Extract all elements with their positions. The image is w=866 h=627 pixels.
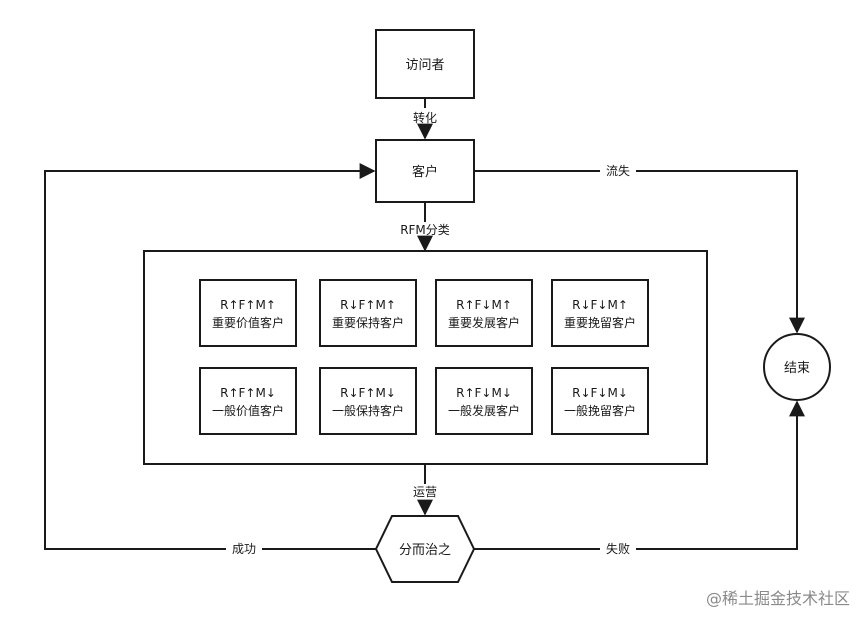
end-node: 结束 (763, 333, 831, 401)
rfm-segment-cell: R↓F↓M↓ 一般挽留客户 (551, 367, 649, 435)
rfm-segment-name: 一般挽留客户 (564, 403, 636, 418)
edge-operate: 运营 (413, 464, 437, 516)
rfm-segment-name: 一般保持客户 (332, 403, 404, 418)
rfm-segment-code: R↑F↑M↓ (220, 386, 276, 400)
edge-churn-label: 流失 (606, 163, 630, 178)
rfm-segment-code: R↑F↓M↓ (456, 386, 512, 400)
end-label: 结束 (784, 361, 810, 376)
rfm-segment-code: R↓F↑M↑ (340, 298, 396, 312)
customer-label: 客户 (412, 164, 438, 180)
rfm-segment-cell: R↑F↑M↑ 重要价值客户 (199, 279, 297, 347)
edge-failure: 失败 (474, 400, 805, 556)
rfm-segment-box (319, 367, 417, 435)
edge-rfm-label: RFM分类 (400, 223, 450, 237)
strategy-label: 分而治之 (399, 543, 451, 558)
visitor-node: 访问者 (375, 29, 475, 99)
edge-operate-label: 运营 (413, 485, 437, 499)
rfm-segment-box (435, 367, 533, 435)
edge-churn: 流失 (474, 163, 805, 334)
rfm-segment-cell: R↓F↑M↓ 一般保持客户 (319, 367, 417, 435)
rfm-segment-box (319, 279, 417, 347)
strategy-node: 分而治之 (374, 515, 476, 583)
rfm-segment-code: R↓F↓M↑ (572, 298, 628, 312)
rfm-segment-box (435, 279, 533, 347)
customer-node: 客户 (375, 139, 475, 203)
rfm-segment-name: 重要挽留客户 (564, 315, 636, 330)
rfm-segment-name: 一般价值客户 (212, 403, 284, 418)
rfm-segment-name: 重要发展客户 (448, 315, 520, 330)
edge-success-label: 成功 (232, 542, 256, 556)
edge-failure-label: 失败 (606, 541, 630, 556)
rfm-segment-code: R↑F↑M↑ (220, 298, 276, 312)
watermark-text: @稀土掘金技术社区 (706, 589, 850, 608)
edge-rfm: RFM分类 (400, 202, 450, 252)
edge-convert: 转化 (413, 98, 437, 140)
edge-success: 成功 (44, 163, 376, 556)
rfm-segment-code: R↓F↑M↓ (340, 386, 396, 400)
rfm-segment-cell: R↓F↓M↑ 重要挽留客户 (551, 279, 649, 347)
rfm-segment-name: 重要保持客户 (332, 315, 404, 330)
rfm-segment-cell: R↑F↓M↓ 一般发展客户 (435, 367, 533, 435)
rfm-segment-code: R↑F↓M↑ (456, 298, 512, 312)
rfm-segment-box (199, 367, 297, 435)
rfm-segment-cell: R↑F↓M↑ 重要发展客户 (435, 279, 533, 347)
rfm-segment-name: 一般发展客户 (448, 403, 520, 418)
rfm-segment-code: R↓F↓M↓ (572, 386, 628, 400)
rfm-segment-grid: R↑F↑M↑ 重要价值客户 R↓F↑M↑ 重要保持客户 R↑F↓M↑ 重要发展客户 R↓F↓… (199, 279, 649, 435)
rfm-segment-cell: R↑F↑M↓ 一般价值客户 (199, 367, 297, 435)
rfm-segment-box (551, 367, 649, 435)
rfm-segment-box (551, 279, 649, 347)
rfm-segment-name: 重要价值客户 (212, 315, 284, 330)
visitor-label: 访问者 (405, 58, 444, 73)
rfm-segment-cell: R↓F↑M↑ 重要保持客户 (319, 279, 417, 347)
rfm-segment-box (199, 279, 297, 347)
edge-convert-label: 转化 (413, 110, 437, 125)
